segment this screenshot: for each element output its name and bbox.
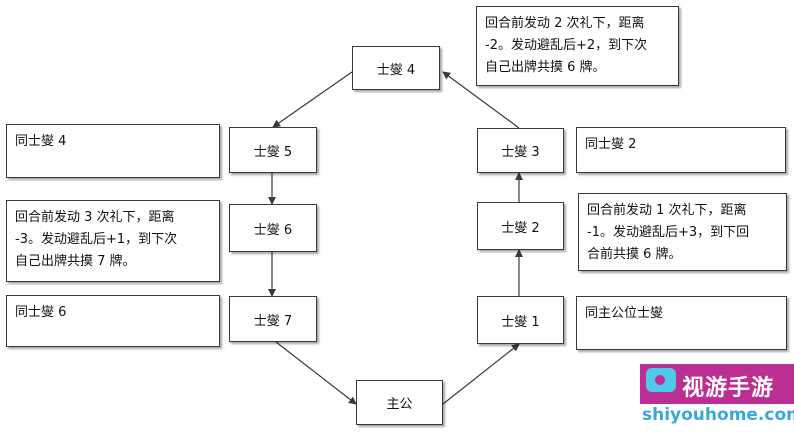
note-shixie-6: 回合前发动 3 次礼下，距离 -3。发动避乱后+1，到下次 自己出牌共摸 7 牌… xyxy=(6,200,220,282)
arrow-zhugong-to-1 xyxy=(442,343,520,405)
node-shixie-7: 士燮 7 xyxy=(229,296,317,342)
node-shixie-6: 士燮 6 xyxy=(229,204,317,252)
node-label: 士燮 2 xyxy=(501,220,540,236)
node-label: 士燮 5 xyxy=(253,144,293,160)
node-label: 士燮 1 xyxy=(501,314,540,330)
node-shixie-1: 士燮 1 xyxy=(477,296,564,344)
arrow-3-to-4 xyxy=(442,71,520,129)
note-shixie-1: 同主公位士燮 xyxy=(576,296,787,350)
note-shixie-5: 同士燮 4 xyxy=(6,124,220,178)
node-label: 士燮 7 xyxy=(253,313,293,329)
node-label: 主公 xyxy=(386,397,413,412)
note-shixie-7: 同士燮 6 xyxy=(6,295,220,347)
node-shixie-4: 士燮 4 xyxy=(352,46,440,90)
note-shixie-4: 回合前发动 2 次礼下，距离 -2。发动避乱后+2，到下次 自己出牌共摸 6 牌… xyxy=(476,6,679,86)
node-zhugong: 主公 xyxy=(356,380,443,425)
arrow-4-to-5 xyxy=(272,71,353,128)
arrow-7-to-zhugong xyxy=(275,341,357,405)
node-shixie-5: 士燮 5 xyxy=(229,127,317,173)
note-shixie-3: 同士燮 2 xyxy=(576,127,786,173)
note-shixie-2: 回合前发动 1 次礼下，距离 -1。发动避乱后+3，到下回 合前共摸 6 牌。 xyxy=(578,193,787,271)
watermark-url: shiyouhome.com xyxy=(642,404,794,427)
node-label: 士燮 4 xyxy=(376,62,416,78)
node-label: 士燮 3 xyxy=(501,145,540,160)
watermark-logo: 视游手游网 shiyouhome.com xyxy=(640,364,794,433)
tv-icon xyxy=(646,368,676,392)
node-shixie-3: 士燮 3 xyxy=(477,128,564,173)
node-label: 士燮 6 xyxy=(253,222,293,238)
node-shixie-2: 士燮 2 xyxy=(477,202,564,250)
